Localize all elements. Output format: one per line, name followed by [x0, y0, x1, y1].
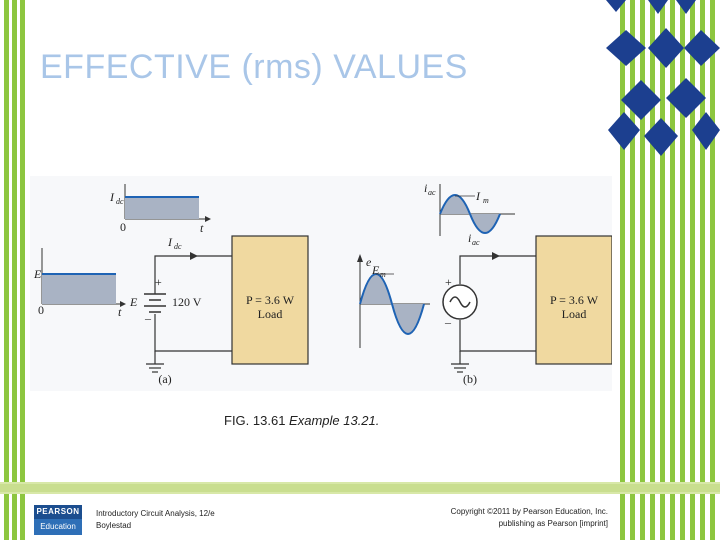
- dc-circuit: [146, 255, 232, 373]
- svg-text:i: i: [424, 181, 427, 195]
- svg-text:–: –: [144, 311, 152, 325]
- svg-text:E: E: [371, 263, 380, 277]
- current-arrow: [190, 252, 198, 260]
- copyright: Copyright ©2011 by Pearson Education, In…: [450, 507, 608, 528]
- svg-text:dc: dc: [174, 242, 182, 251]
- circuit-figure: I dc 0 t E 0 t I dc + E 120 V –: [30, 176, 612, 391]
- load-power: P = 3.6 W: [246, 293, 295, 307]
- current-arrow: [492, 252, 500, 260]
- svg-text:e: e: [366, 255, 372, 269]
- footer-bar-inner: [0, 484, 720, 492]
- load-label: Load: [258, 307, 283, 321]
- e-graph: E 0 t: [33, 248, 126, 319]
- e-sine-graph: e E m: [357, 254, 430, 348]
- ac-circuit: [451, 255, 536, 373]
- load-label: Load: [562, 307, 587, 321]
- idc-graph: I dc 0 t: [109, 184, 211, 235]
- load-box: [535, 235, 612, 365]
- figure-number: FIG. 13.61: [224, 413, 286, 428]
- ac-source-icon: [442, 284, 478, 320]
- decorative-pattern: [606, 0, 720, 540]
- left-accent-bar: [12, 0, 17, 540]
- load-box: [231, 235, 309, 365]
- svg-text:E: E: [129, 295, 138, 309]
- svg-text:0: 0: [38, 303, 44, 317]
- left-accent-bar: [20, 0, 25, 540]
- figure-caption: FIG. 13.61 Example 13.21.: [224, 413, 379, 428]
- pearson-logo: PEARSON Education: [34, 505, 82, 535]
- svg-text:m: m: [483, 196, 489, 205]
- svg-text:ac: ac: [472, 238, 480, 247]
- svg-text:t: t: [200, 221, 204, 235]
- figure-description: Example 13.21.: [289, 413, 380, 428]
- book-author: Boylestad: [96, 521, 132, 530]
- svg-text:+: +: [445, 275, 452, 289]
- svg-text:I: I: [475, 189, 481, 203]
- svg-text:E: E: [33, 267, 42, 281]
- panel-label-b: (b): [463, 372, 477, 386]
- svg-text:+: +: [155, 275, 162, 289]
- slide-title: EFFECTIVE (rms) VALUES: [40, 48, 468, 86]
- svg-text:ac: ac: [428, 188, 436, 197]
- svg-text:t: t: [118, 305, 122, 319]
- svg-text:dc: dc: [116, 197, 124, 206]
- battery-icon: [144, 293, 166, 313]
- book-info: Introductory Circuit Analysis, 12/e Boyl…: [96, 508, 215, 532]
- current-label: I: [167, 235, 173, 249]
- load-power: P = 3.6 W: [550, 293, 599, 307]
- iac-graph: i ac I m: [424, 181, 515, 236]
- svg-text:m: m: [380, 270, 386, 279]
- svg-text:0: 0: [120, 220, 126, 234]
- svg-text:–: –: [444, 315, 452, 329]
- source-value: 120 V: [172, 295, 202, 309]
- panel-label-a: (a): [158, 372, 171, 386]
- left-accent-bar: [4, 0, 9, 540]
- svg-text:i: i: [468, 231, 471, 245]
- book-title: Introductory Circuit Analysis, 12/e: [96, 509, 215, 518]
- idc-label: I: [109, 190, 115, 204]
